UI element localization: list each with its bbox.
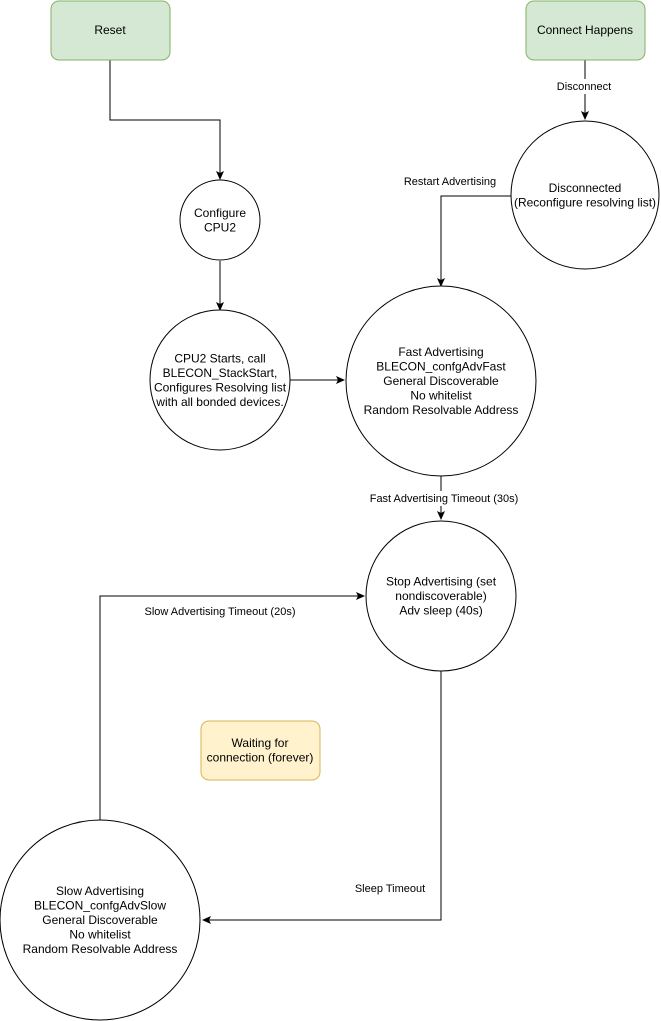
- label-line: CPU2 Starts, call: [174, 351, 265, 365]
- stop-advertising-circle: [365, 520, 517, 672]
- label-line: BLECON_confgAdvFast: [376, 360, 506, 374]
- label-line: General Discoverable: [383, 374, 499, 388]
- label-line: Fast Advertising: [398, 345, 483, 359]
- label-line: Waiting for: [232, 736, 289, 750]
- label-line: Configures Resolving list: [154, 380, 287, 394]
- node-reset: Reset: [50, 0, 171, 61]
- label-line: Disconnected: [549, 181, 622, 195]
- label-line: Stop Advertising (set: [386, 575, 497, 589]
- cpu2-starts-circle: [149, 309, 291, 451]
- node-disconnected: Disconnected(Reconfigure resolving list): [510, 120, 660, 270]
- edge-reset-to-configure: [109, 60, 224, 180]
- configure-cpu2-circle: [179, 179, 261, 261]
- label-line: with all bonded devices.: [155, 395, 283, 409]
- label-line: connection (forever): [207, 750, 314, 764]
- label-line: Configure: [194, 206, 246, 220]
- slow-advertising-circle: [0, 819, 201, 1021]
- label-line: Connect Happens: [537, 23, 633, 37]
- edge-label-fast-timeout: Fast Advertising Timeout (30s): [370, 493, 519, 505]
- label-line: Random Resolvable Address: [364, 403, 519, 417]
- connect-happens-label: Connect Happens: [537, 23, 633, 37]
- edge-label-restart-advertising: Restart Advertising: [404, 176, 496, 188]
- edge-label-disconnect: Disconnect: [557, 81, 611, 93]
- connect-happens-box: [525, 0, 646, 61]
- label-line: Random Resolvable Address: [23, 942, 178, 956]
- waiting-note-box: [200, 720, 321, 781]
- edge-slowadv-to-stopadv: [99, 592, 365, 820]
- label-line: Reset: [94, 23, 126, 37]
- edge-labels: Disconnect Restart Advertising Fast Adve…: [144, 79, 616, 895]
- reset-box: [50, 0, 171, 61]
- label-line: CPU2: [204, 220, 236, 234]
- label-line: Slow Advertising: [56, 884, 144, 898]
- edge-stopadv-to-slowadv: [202, 671, 442, 924]
- label-line: nondiscoverable): [395, 589, 486, 603]
- edge-disconnected-to-fastadv: [437, 195, 511, 287]
- reset-label: Reset: [94, 23, 126, 37]
- disconnected-circle: [510, 120, 660, 270]
- label-line: No whitelist: [410, 389, 472, 403]
- label-line: Adv sleep (40s): [399, 604, 482, 618]
- fast-advertising-circle: [345, 285, 537, 477]
- label-line: No whitelist: [69, 928, 131, 942]
- label-line: (Reconfigure resolving list): [514, 195, 656, 209]
- label-line: General Discoverable: [42, 913, 158, 927]
- label-line: BLECON_confgAdvSlow: [34, 899, 166, 913]
- label-line: BLECON_StackStart,: [163, 366, 278, 380]
- disconnected-label: Disconnected(Reconfigure resolving list): [514, 181, 656, 210]
- node-connect-happens: Connect Happens: [525, 0, 646, 61]
- edge-label-sleep-timeout: Sleep Timeout: [355, 883, 425, 895]
- edge-label-slow-timeout: Slow Advertising Timeout (20s): [144, 606, 295, 618]
